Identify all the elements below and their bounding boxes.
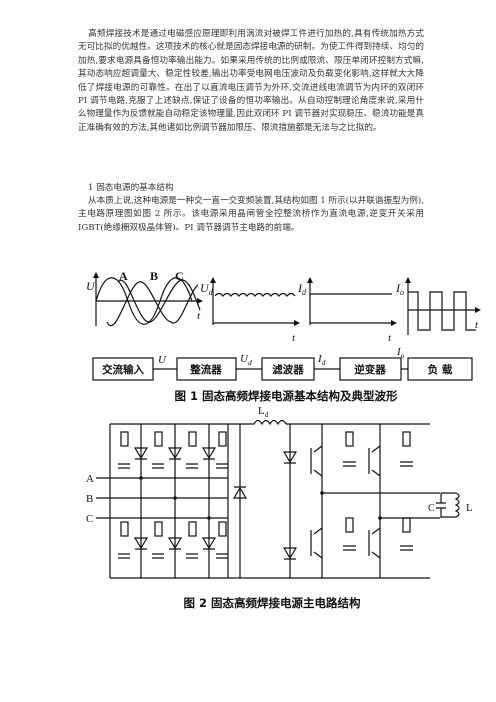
node-c [207,516,211,520]
label-phase-a: A [119,269,128,283]
ud-ripple [214,292,296,297]
signal-id: Id [317,353,326,367]
snubber-resistor-2 [154,431,163,447]
label-id: Id [297,281,307,297]
snubber-resistor-8 [218,521,227,537]
label-phase-c: C [175,269,184,283]
block-ac-input-label: 交流输入 [102,363,144,376]
waveform-io [407,280,478,335]
thyristor-upper-2 [167,447,183,460]
node-b [173,496,177,500]
phase-a-wave [95,277,193,325]
snubber-resistor-4 [218,431,227,447]
igbt-lower-left [310,527,323,559]
snubber-resistor-3 [188,431,197,447]
snubber-resistor-6 [154,521,163,537]
phase-b-wave [106,281,199,326]
snubber-cap-7 [186,553,198,559]
thyristor-upper-1 [133,447,149,460]
structure-paragraph: 从本质上说,这种电源是一种交一直一交变频装置,其结构如图 1 所示(以并联谐振型… [78,195,424,235]
arrow-id [307,277,313,283]
inv-cap-4 [400,545,413,551]
block-load-label: 负 载 [428,363,453,376]
arrow-io-t [475,307,481,313]
signal-u: U [158,354,167,366]
label-phase-b: B [150,269,158,283]
phase-c-wave [117,279,201,323]
block-rectifier-label: 整流器 [189,363,222,376]
block-inverter-label: 逆变器 [354,363,386,376]
thyristor-lower-2 [167,537,183,550]
snubber-cap-6 [152,553,164,559]
thyristor-upper-3 [201,447,217,460]
load-inductor [441,492,460,518]
inv-resistor-1 [345,431,354,447]
label-circuit-b: B [86,493,93,505]
label-t-3: t [388,332,392,344]
arrow-u [93,272,99,278]
snubber-resistor-1 [120,431,129,447]
inv-resistor-3 [345,517,354,533]
inv-resistor-2 [402,431,411,447]
arrow-id-t [391,320,397,326]
snubber-cap-4 [216,463,228,469]
label-t-2: t [292,332,296,344]
intro-text: 高频焊接技术是通过电磁感应原理即利用涡流对被焊工件进行加热的,具有传统加热方式无… [78,29,424,133]
inv-cap-2 [400,461,413,467]
label-t-4: t [475,319,479,331]
io-square-wave [408,291,476,331]
snubber-cap-5 [118,553,130,559]
node-inv-right [378,516,382,520]
block-filter-label: 滤波器 [272,363,304,376]
arrow-io [405,277,411,283]
node-a [139,476,143,480]
series-diode-lower [282,547,298,560]
snubber-cap-2 [152,463,164,469]
label-ud: Ud [200,281,214,297]
freewheel-diode [232,486,248,499]
igbt-lower-right [368,527,381,559]
series-diode-upper [282,451,298,464]
inv-resistor-4 [402,517,411,533]
load-capacitor [436,502,446,509]
label-io: Io [395,281,404,297]
label-t-1: t [197,310,201,322]
snubber-cap-8 [216,553,228,559]
igbt-upper-left [310,445,323,477]
snubber-cap-3 [186,463,198,469]
arrow-u-t [197,298,203,304]
label-circuit-c: C [86,513,93,525]
thyristor-lower-1 [133,537,149,550]
arrow-ud [210,277,216,283]
block-diagram [92,357,473,381]
inv-cap-3 [343,545,356,551]
thyristor-lower-3 [201,537,217,550]
circuit-diagram [96,419,460,579]
waveform-ud [212,280,297,325]
signal-ud: Ud [240,353,252,367]
dc-inductor-ld [240,419,287,426]
igbt-upper-right [368,445,381,477]
snubber-cap-1 [118,463,130,469]
waveform-id [309,280,394,325]
snubber-resistor-5 [120,521,129,537]
waveform-three-phase [95,275,201,326]
figure1-caption: 图 1 固态高频焊接电源基本结构及典型波形 [174,389,398,403]
signal-io: Io [396,346,405,360]
inv-cap-1 [343,461,356,467]
label-u: U [86,279,96,293]
intro-paragraph: 高频焊接技术是通过电磁感应原理即利用涡流对被焊工件进行加热的,具有传统加热方式无… [78,28,424,135]
label-ld: Ld [258,405,269,419]
label-circuit-a: A [86,473,94,485]
figure2-caption: 图 2 固态高频焊接电源主电路结构 [183,596,361,610]
node-inv-left [320,491,324,495]
arrow-ud-t [294,320,300,326]
structure-text: 从本质上说,这种电源是一种交一直一交变频装置,其结构如图 1 所示(以并联谐振型… [78,196,424,233]
section-heading: 1 固态电源的基本结构 [88,183,174,193]
snubber-resistor-7 [188,521,197,537]
label-load-c: C [428,503,435,514]
label-load-l: L [466,502,473,514]
